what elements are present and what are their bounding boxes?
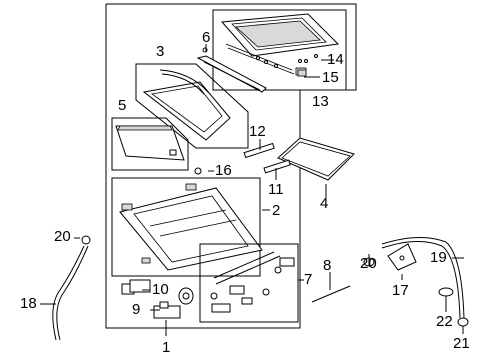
glass-panel: [220, 13, 340, 76]
callout-20-left: 20: [54, 228, 71, 245]
callout-13: 13: [312, 93, 329, 110]
drain-hose-18: [52, 235, 91, 341]
deflector-box: [135, 63, 249, 149]
callout-3: 3: [156, 43, 165, 60]
leader-lines: [40, 44, 464, 336]
motor-9: [121, 279, 194, 319]
drive-cable-box: [199, 243, 299, 323]
strip-12: [243, 142, 275, 159]
callout-5: 5: [118, 97, 127, 114]
callout-8: 8: [323, 257, 332, 274]
clip-21: [457, 317, 469, 327]
sunroof-frame-2: [119, 183, 263, 271]
callout-19: 19: [430, 249, 447, 266]
callout-14: 14: [327, 51, 344, 68]
part-14: [314, 54, 318, 58]
grommet-22: [438, 287, 454, 297]
drain-hose-19: [363, 236, 465, 319]
front-rail-6: [196, 47, 267, 93]
sunshade-5: [115, 125, 185, 161]
callout-1: 1: [162, 339, 171, 356]
callout-22: 22: [436, 313, 453, 330]
strip-11: [263, 159, 291, 174]
callout-20-right: 20: [360, 255, 377, 272]
callout-7: 7: [304, 271, 313, 288]
callout-15: 15: [322, 69, 339, 86]
seal-4: [277, 137, 355, 181]
callout-4: 4: [320, 195, 329, 212]
callout-12: 12: [249, 123, 266, 140]
callout-6: 6: [202, 29, 211, 46]
part-15: [297, 69, 307, 77]
drive-cables-7: [210, 251, 295, 313]
glass-panel-box: [212, 9, 347, 91]
fastener-16: [194, 167, 202, 175]
callout-16: 16: [215, 162, 232, 179]
strip-8: [311, 285, 351, 303]
callout-10: 10: [152, 281, 169, 298]
callout-2: 2: [272, 202, 281, 219]
frame-box: [111, 177, 261, 277]
callout-21: 21: [453, 335, 470, 352]
callout-17: 17: [392, 282, 409, 299]
callout-9: 9: [132, 301, 141, 318]
callout-11: 11: [268, 181, 284, 198]
sunshade-box: [111, 117, 189, 171]
callout-18: 18: [20, 295, 37, 312]
deflector-3: [142, 69, 231, 141]
